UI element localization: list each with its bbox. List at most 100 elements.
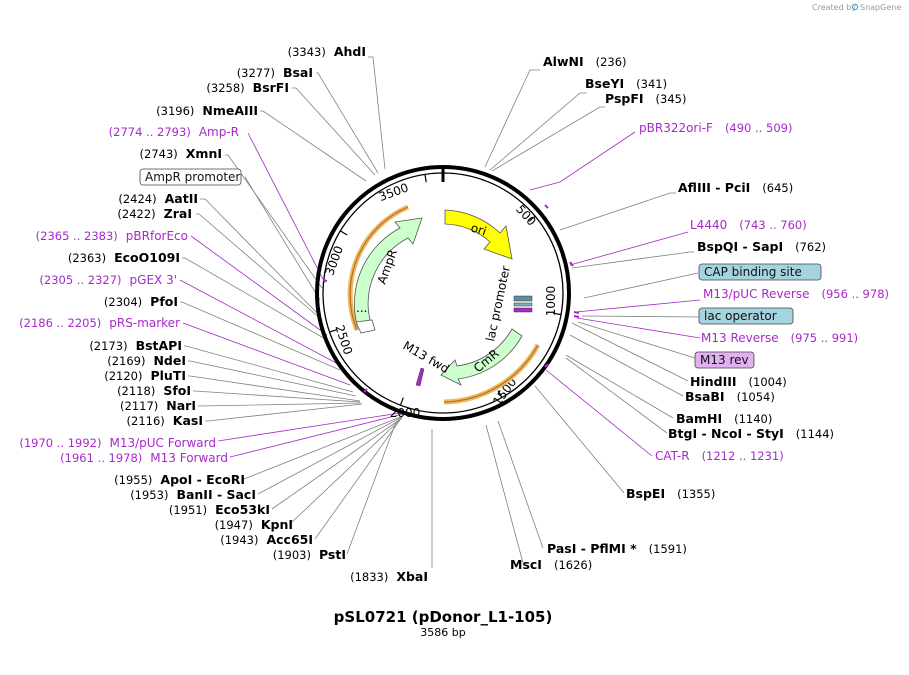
enzyme-label: (1951)Eco53kI bbox=[169, 502, 270, 517]
tick-mark bbox=[553, 312, 562, 316]
left-label-row: (2305 .. 2327)pGEX 3' bbox=[39, 273, 177, 287]
right-label-row: pBR322ori-F(490 .. 509) bbox=[639, 121, 792, 135]
M13-fwd-label: M13 fwd bbox=[401, 338, 452, 376]
AmpR-promoter-arrow bbox=[355, 319, 376, 334]
enzyme-label: (2118)SfoI bbox=[117, 383, 191, 398]
enzyme-label: (3277)BsaI bbox=[237, 65, 313, 80]
enzyme-label: (2169)NdeI bbox=[107, 353, 186, 368]
right-label-row: PspFI(345) bbox=[605, 91, 686, 106]
right-label-row: BspEI(1355) bbox=[626, 486, 715, 501]
enzyme-label: (1955)ApoI - EcoRI bbox=[114, 472, 245, 487]
feature-box bbox=[139, 168, 242, 186]
primer-label: M13/pUC Reverse(956 .. 978) bbox=[703, 287, 889, 301]
left-label-row: (2120)PluTI bbox=[104, 368, 186, 383]
enzyme-label: (2173)BstAPI bbox=[89, 338, 182, 353]
left-label-row: AmpR promoter bbox=[139, 168, 242, 186]
AmpR-promoter-dots-label: ... bbox=[356, 301, 367, 315]
left-label-column: (1833)XbaI (3343)AhdI (3277)BsaI(3258)BsrF… bbox=[19, 44, 428, 584]
primer-marks bbox=[322, 204, 580, 393]
enzyme-label: (2743)XmnI bbox=[140, 146, 222, 161]
feature-box-label: AmpR promoter bbox=[145, 170, 240, 184]
tick-label: 2000 bbox=[390, 406, 421, 420]
feature-box bbox=[698, 307, 794, 325]
AmpR-arrow bbox=[353, 217, 423, 326]
enzyme-label: BspQI - SapI(762) bbox=[697, 239, 826, 254]
right-label-row: AlwNI(236) bbox=[543, 54, 627, 69]
left-label-row: (3343)AhdI bbox=[288, 44, 366, 59]
right-label-row: MscI(1626) bbox=[510, 557, 592, 572]
feature-box-label: lac operator bbox=[704, 309, 777, 323]
right-label-row: M13 rev bbox=[694, 351, 755, 369]
AmpR-orf-line bbox=[349, 206, 409, 331]
feature-box-label: M13 rev bbox=[700, 353, 749, 367]
right-label-row: lac operator bbox=[698, 307, 794, 325]
primer-label: (2305 .. 2327)pGEX 3' bbox=[39, 273, 177, 287]
right-label-column: AlwNI(236) BseYI(341)PspFI(345) pBR322ori-… bbox=[510, 54, 889, 572]
enzyme-label: (3343)AhdI bbox=[288, 44, 366, 59]
left-label-row: (1951)Eco53kI bbox=[169, 502, 270, 517]
primer-label: (2186 .. 2205)pRS-marker bbox=[19, 316, 180, 330]
left-label-row: (2422)ZraI bbox=[117, 206, 192, 221]
right-label-row: CAP binding site bbox=[698, 263, 822, 281]
left-label-row: (1903)PstI bbox=[273, 547, 346, 562]
primer-label: CAT-R(1212 .. 1231) bbox=[655, 449, 784, 463]
right-label-row: BsaBI(1054) bbox=[685, 389, 775, 404]
left-label-row: (1955)ApoI - EcoRI bbox=[114, 472, 245, 487]
right-label-row: M13/pUC Reverse(956 .. 978) bbox=[703, 287, 889, 301]
enzyme-label: (2304)PfoI bbox=[104, 294, 178, 309]
enzyme-label: BsaBI(1054) bbox=[685, 389, 775, 404]
left-label-row: (2169)NdeI bbox=[107, 353, 186, 368]
primer-label: (1961 .. 1978)M13 Forward bbox=[60, 451, 228, 465]
enzyme-label: (2424)AatII bbox=[118, 191, 198, 206]
enzyme-label: PspFI(345) bbox=[605, 91, 686, 106]
plasmid-name: pSL0721 (pDonor_L1-105) bbox=[334, 608, 553, 626]
plasmid-length: 3586 bp bbox=[420, 626, 465, 639]
enzyme-label: (1953)BanII - SacI bbox=[130, 487, 256, 502]
left-label-row: (2363)EcoO109I bbox=[68, 250, 180, 265]
enzyme-label: (1833)XbaI bbox=[350, 569, 428, 584]
primer-label: M13 Reverse(975 .. 991) bbox=[701, 331, 858, 345]
left-label-row: (2365 .. 2383)pBRforEco bbox=[36, 229, 188, 243]
M13-rev-block bbox=[513, 307, 533, 313]
feature-box-label: CAP binding site bbox=[704, 265, 802, 279]
snapgene-credit: Created by SnapGene bbox=[812, 3, 901, 12]
right-label-row: AflIII - PciI(645) bbox=[678, 180, 793, 195]
left-label-row: (1947)KpnI bbox=[215, 517, 293, 532]
tick-label: 1000 bbox=[544, 286, 558, 317]
right-label-row: M13 Reverse(975 .. 991) bbox=[701, 331, 858, 345]
enzyme-label: BseYI(341) bbox=[585, 76, 667, 91]
feature-arcs bbox=[347, 204, 541, 405]
primer-label: pBR322ori-F(490 .. 509) bbox=[639, 121, 792, 135]
left-label-row: (1970 .. 1992)M13/pUC Forward bbox=[19, 436, 216, 450]
enzyme-label: (1943)Acc65I bbox=[220, 532, 313, 547]
left-label-row: (1943)Acc65I bbox=[220, 532, 313, 547]
left-label-row: (2743)XmnI bbox=[140, 146, 222, 161]
CmR-arrow bbox=[440, 328, 523, 386]
left-label-row: (3196)NmeAIII bbox=[156, 103, 258, 118]
enzyme-label: (2116)KasI bbox=[127, 413, 203, 428]
left-label-row: (2304)PfoI bbox=[104, 294, 178, 309]
enzyme-label: HindIII(1004) bbox=[690, 374, 787, 389]
enzyme-label: (1947)KpnI bbox=[215, 517, 293, 532]
tick-mark bbox=[497, 390, 503, 398]
right-label-row: BseYI(341) bbox=[585, 76, 667, 91]
tick-mark bbox=[528, 215, 536, 222]
left-label-row: (2173)BstAPI bbox=[89, 338, 182, 353]
CmR-orf-line bbox=[443, 344, 539, 403]
enzyme-label: (2363)EcoO109I bbox=[68, 250, 180, 265]
left-label-row: (1961 .. 1978)M13 Forward bbox=[60, 451, 228, 465]
enzyme-label: MscI(1626) bbox=[510, 557, 592, 572]
leader-lines bbox=[179, 56, 701, 568]
feature-box bbox=[694, 351, 755, 369]
feature-box bbox=[698, 263, 822, 281]
right-label-row: CAT-R(1212 .. 1231) bbox=[655, 449, 784, 463]
enzyme-label: BtgI - NcoI - StyI(1144) bbox=[668, 426, 834, 441]
lac-promoter-label: lac promoter bbox=[483, 265, 513, 343]
left-label-row: (2117)NarI bbox=[120, 398, 196, 413]
backbone bbox=[315, 165, 571, 421]
credit-brand: SnapGene bbox=[860, 3, 901, 12]
M13-fwd-arrow bbox=[415, 367, 425, 387]
ori-label: ori bbox=[469, 221, 488, 239]
left-label-row: (3258)BsrFI bbox=[206, 80, 289, 95]
